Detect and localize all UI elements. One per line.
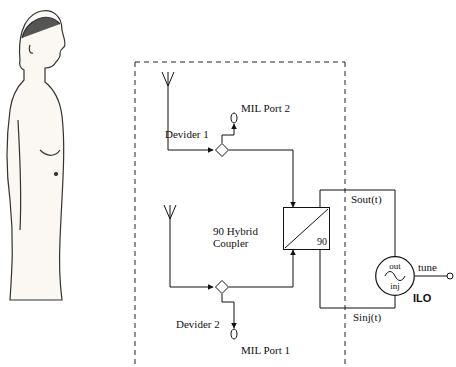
signal-connector <box>320 190 395 256</box>
signal-label: Sout(t) <box>350 193 383 205</box>
divider-diamond-outline <box>215 280 229 294</box>
node-text: ILO <box>413 292 431 304</box>
port-terminal <box>231 113 237 123</box>
signal-connector <box>229 250 293 287</box>
tune-wire <box>415 273 453 279</box>
node-text: 90 <box>317 236 327 248</box>
node-text: Devider 2 <box>176 318 220 330</box>
signal-label: tune <box>417 261 438 273</box>
node-text: out <box>375 261 415 271</box>
signal-label: MIL Port 2 <box>240 102 291 114</box>
hybrid-coupler: 90 Hybrid Coupler90 <box>283 207 330 250</box>
antenna-symbol <box>162 72 213 150</box>
port-terminal <box>231 329 237 339</box>
ilo-oscillator: outinjILO <box>375 256 415 296</box>
node-text: 90 Hybrid Coupler <box>213 225 273 249</box>
signal-label: Sinj(t) <box>352 311 382 323</box>
divider-diamond-outline <box>215 143 229 157</box>
signal-connector <box>229 150 293 207</box>
person-figure <box>7 11 65 300</box>
divider-diamond: Devider 2 <box>215 280 229 294</box>
antenna-symbol <box>164 205 213 287</box>
divider-diamond: Devider 1 <box>215 143 229 157</box>
node-text: Devider 1 <box>165 128 209 140</box>
system-boundary <box>135 62 345 367</box>
node-text: inj <box>375 281 415 291</box>
signal-label: MIL Port 1 <box>240 344 291 356</box>
